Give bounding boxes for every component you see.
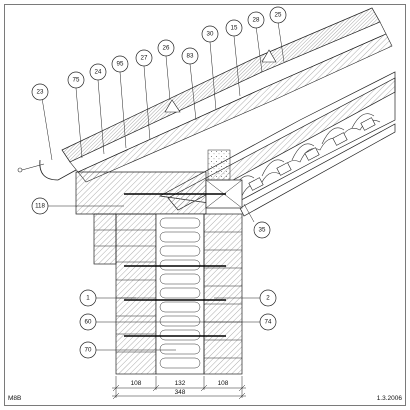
drawing-code: M8B — [8, 395, 21, 402]
eaves-gutter — [39, 159, 77, 181]
dim-total: 348 — [175, 389, 186, 396]
callout-30: 30 — [201, 25, 219, 43]
callout-27-text: 27 — [141, 55, 148, 62]
callout-60-text: 60 — [85, 319, 92, 326]
callout-35-text: 35 — [259, 227, 266, 234]
batten-wedge-right — [261, 49, 277, 63]
callout-2-text: 2 — [266, 295, 270, 302]
callout-35: 35 — [253, 221, 271, 239]
dimension-chain — [112, 376, 246, 400]
dim-core: 132 — [175, 380, 186, 387]
callout-24: 24 — [89, 63, 107, 81]
callout-28: 28 — [247, 11, 265, 29]
callout-26: 26 — [157, 39, 175, 57]
wall-head-block — [93, 213, 117, 265]
callout-74-text: 74 — [265, 319, 272, 326]
callout-23-text: 23 — [37, 89, 44, 96]
callout-83-text: 83 — [187, 53, 194, 60]
callout-95: 95 — [111, 55, 129, 73]
callout-75-text: 75 — [73, 77, 80, 84]
callout-15-text: 15 — [231, 25, 238, 32]
callout-28-text: 28 — [253, 17, 260, 24]
masonry-wall — [93, 193, 243, 375]
callout-25: 25 — [269, 6, 287, 24]
callout-75: 75 — [67, 71, 85, 89]
ring-beam — [75, 171, 207, 215]
wall-plate — [75, 149, 243, 215]
callout-1: 1 — [79, 289, 97, 307]
dim-outer-leaf: 108 — [131, 380, 142, 387]
callout-60: 60 — [79, 313, 97, 331]
callout-1-text: 1 — [86, 295, 90, 302]
callout-2: 2 — [259, 289, 277, 307]
callout-25-text: 25 — [275, 12, 282, 19]
callout-118: 118 — [31, 197, 49, 215]
wall-ties — [124, 193, 226, 337]
callout-70-text: 70 — [85, 347, 92, 354]
callout-95-text: 95 — [117, 61, 124, 68]
drawing-frame — [4, 4, 406, 406]
gutter-outlet — [17, 167, 23, 173]
plaster-strip — [207, 149, 231, 181]
callout-24-text: 24 — [95, 69, 102, 76]
callout-30-text: 30 — [207, 31, 214, 38]
wall-inner-leaf — [203, 213, 243, 375]
batten-wedge-left — [164, 99, 181, 113]
drawing-date: 1.3.2006 — [377, 395, 403, 402]
gutter-drip — [21, 163, 45, 171]
roof-battens-band — [69, 21, 387, 173]
callout-83: 83 — [181, 47, 199, 65]
dim-inner-leaf: 108 — [218, 380, 229, 387]
callout-70: 70 — [79, 341, 97, 359]
callouts: 23 75 24 95 27 26 83 30 15 28 25 118 35 … — [31, 6, 287, 359]
roof-battens — [248, 117, 376, 191]
core-insulation-blocks — [159, 217, 201, 369]
callout-26-text: 26 — [163, 45, 170, 52]
leader-lines — [41, 21, 285, 351]
callout-27: 27 — [135, 49, 153, 67]
inner-lining — [239, 123, 396, 217]
callout-23: 23 — [31, 83, 49, 101]
callout-118-text: 118 — [35, 203, 45, 210]
callout-74: 74 — [259, 313, 277, 331]
callout-15: 15 — [225, 19, 243, 37]
